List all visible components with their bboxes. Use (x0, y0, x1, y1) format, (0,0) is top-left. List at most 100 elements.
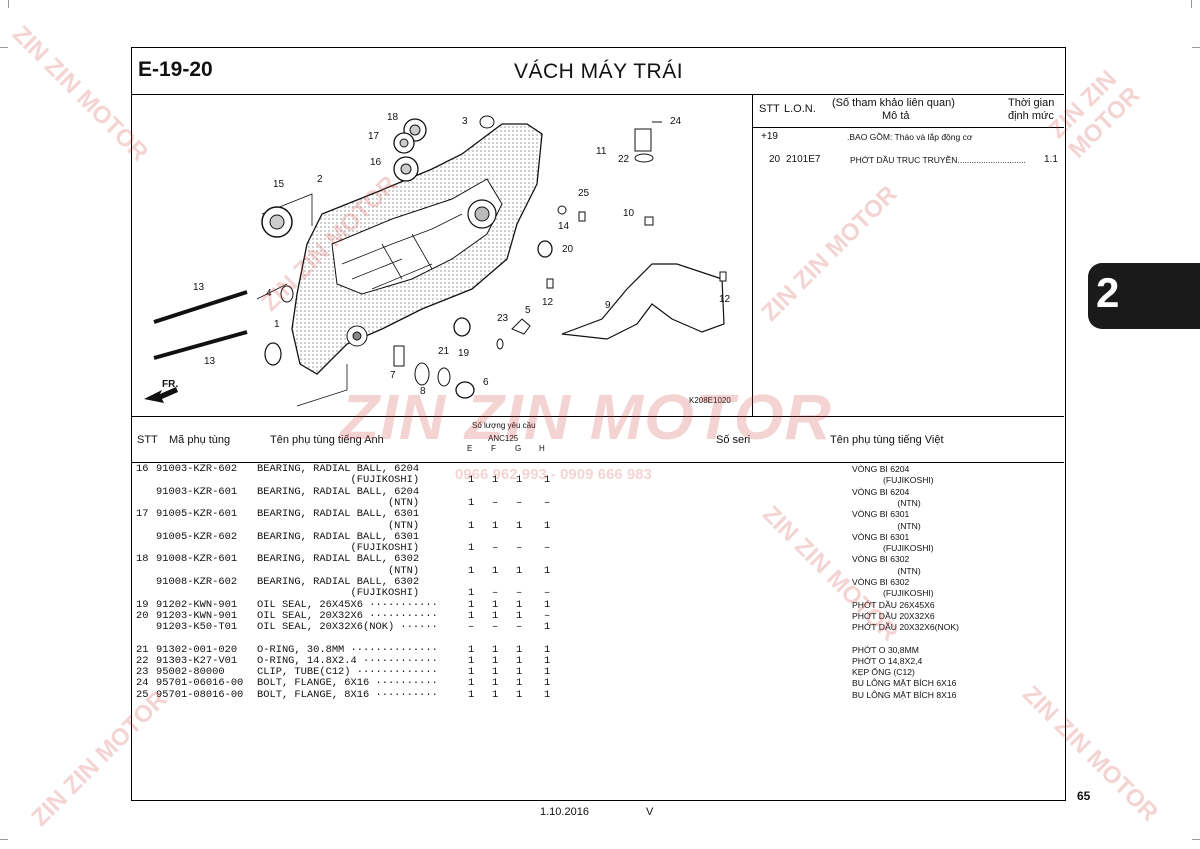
divider (132, 462, 1064, 463)
callout: 3 (462, 116, 468, 127)
qty-cell: 1 (492, 598, 499, 611)
bearing-stack (393, 118, 427, 182)
name-en: O-RING, 14.8X2.4 ············ (257, 654, 438, 667)
stt: 17 (136, 508, 149, 521)
col-f: F (491, 444, 496, 453)
table-row: 18 91008-KZR-601 BEARING, RADIAL BALL, 630… (132, 554, 1067, 565)
stt: 21 (136, 643, 149, 656)
qty-cell: – (516, 542, 523, 555)
part-number: 91203-K50-T01 (156, 621, 238, 634)
name-en: BEARING, RADIAL BALL, 6204 (257, 485, 420, 498)
engine-case-illustration (144, 115, 727, 407)
col-stt: STT (137, 434, 158, 446)
qty-cell: 1 (468, 609, 475, 622)
callout: 8 (420, 386, 426, 397)
qty-cell: 1 (516, 474, 523, 487)
table-row: (NTN)1––– (NTN) (132, 497, 1067, 509)
name-vi: PHỚT DẦU 20X32X6(NOK) (852, 622, 960, 633)
col-qty: Số lượng yêu cầu (472, 421, 536, 430)
divider (132, 416, 1064, 417)
chapter-number: 2 (1096, 269, 1120, 316)
name-en: BEARING, RADIAL BALL, 6302 (257, 576, 420, 588)
crop-mark (8, 0, 9, 8)
footer-version: V (646, 806, 654, 818)
table-row: (FUJIKOSHI)1––– (FUJIKOSHI) (132, 588, 1067, 599)
ref-row-time: 1.1 (1044, 154, 1058, 165)
col-g: G (515, 444, 522, 453)
callout: FR. (162, 379, 179, 390)
crop-mark (0, 47, 8, 48)
name-vi: (FUJIKOSHI) (852, 588, 934, 599)
name-en: OIL SEAL, 20X32X6 ··········· (257, 609, 438, 622)
qty-cell: 1 (492, 643, 499, 656)
name-vi: PHỚT DẦU 26X45X6 (852, 599, 935, 610)
name-vi: VÒNG BI 6302 (852, 577, 910, 587)
name-en: OIL SEAL, 20X32X6(NOK) ······ (257, 621, 438, 634)
qty-cell: 1 (492, 677, 499, 690)
col-part-no: Mã phụ tùng (169, 434, 231, 446)
part-number: 91005-KZR-601 (156, 508, 238, 521)
col-name-vi: Tên phụ tùng tiếng Việt (830, 434, 944, 446)
name-en: (NTN) (257, 519, 420, 532)
qty-cell: 1 (468, 587, 475, 600)
front-arrow-icon (144, 387, 178, 403)
callout: 18 (387, 112, 399, 123)
name-vi: (FUJIKOSHI) (852, 543, 934, 554)
name-vi: PHỚT O 14,8X2,4 (852, 655, 923, 666)
qty-cell: 1 (544, 666, 551, 679)
part-number: 91203-KWN-901 (156, 609, 238, 622)
ref-head-ref: (Số tham khảo liên quan) (832, 97, 955, 109)
qty-cell: 1 (492, 666, 499, 679)
stt: 18 (136, 553, 149, 566)
callout: 7 (390, 370, 396, 381)
callout: 13 (204, 356, 216, 367)
name-en: BEARING, RADIAL BALL, 6302 (257, 553, 420, 566)
callout: 4 (266, 288, 272, 299)
part-number: 95701-06016-00 (156, 677, 244, 690)
callout: 2 (317, 174, 323, 185)
qty-cell: 1 (544, 519, 551, 532)
qty-cell: 1 (468, 598, 475, 611)
part-number: 91008-KZR-601 (156, 553, 238, 566)
col-serial: Số seri (716, 434, 751, 446)
callout: 10 (623, 208, 635, 219)
qty-cell: 1 (492, 609, 499, 622)
part-number: 91005-KZR-602 (156, 530, 238, 543)
qty-cell: 1 (544, 688, 551, 701)
ref-head-stt: STT (759, 103, 780, 115)
qty-cell: – (544, 587, 551, 600)
qty-cell: – (468, 621, 475, 634)
stt: 16 (136, 463, 149, 475)
callout: 24 (670, 116, 682, 127)
callout: 16 (370, 157, 382, 168)
name-en: BOLT, FLANGE, 6X16 ·········· (257, 677, 438, 690)
ref-row-desc: .BAO GỒM: Tháo và lắp động cơ (847, 132, 973, 142)
name-en: (FUJIKOSHI) (257, 542, 420, 555)
callout: 21 (438, 346, 450, 357)
qty-cell: 1 (544, 621, 551, 634)
name-en: BOLT, FLANGE, 8X16 ·········· (257, 688, 438, 701)
ref-head-time: Thời gian (1008, 97, 1055, 109)
name-en: (FUJIKOSHI) (257, 587, 420, 600)
name-en: OIL SEAL, 26X45X6 ··········· (257, 598, 438, 611)
ref-head-time: định mức (1008, 110, 1054, 122)
footer-date: 1.10.2016 (540, 806, 589, 818)
name-vi: VÒNG BI 6204 (852, 486, 910, 497)
chapter-tab: 2 (1088, 263, 1200, 329)
name-vi: BU LÔNG MẶT BÍCH 6X16 (852, 678, 957, 689)
qty-cell: 1 (492, 474, 499, 487)
qty-cell: 1 (516, 666, 523, 679)
callout: 1 (274, 319, 280, 330)
name-en: BEARING, RADIAL BALL, 6204 (257, 463, 420, 475)
name-vi: PHỚT O 30,8MM (852, 644, 919, 655)
qty-cell: 1 (544, 654, 551, 667)
table-row: (FUJIKOSHI)1––– (FUJIKOSHI) (132, 543, 1067, 554)
name-vi: (NTN) (852, 565, 921, 576)
col-name-en: Tên phụ tùng tiếng Anh (270, 434, 384, 446)
